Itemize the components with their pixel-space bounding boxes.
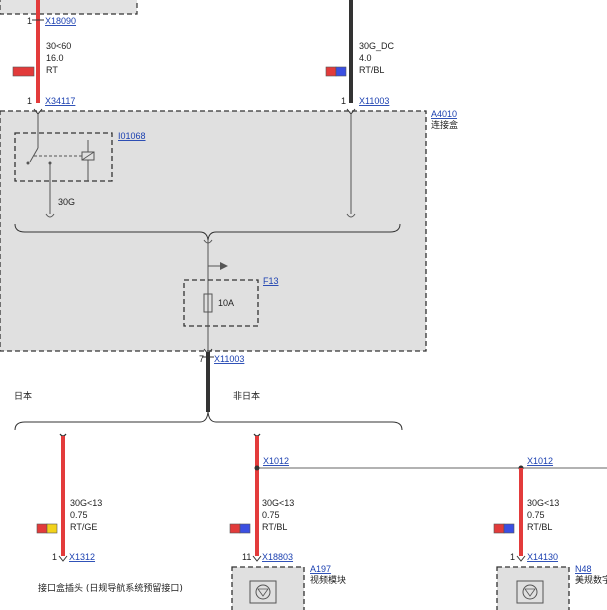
branch-break-2	[253, 433, 261, 437]
x11003-pin-top: 1	[341, 96, 346, 106]
fuse-f13-box	[183, 279, 259, 327]
wire-spec-b3-1: 30G<13	[527, 498, 559, 508]
wire-spec-b2-3: RT/BL	[262, 522, 287, 532]
wire-spec-top-right-3: RT/BL	[359, 65, 384, 75]
connector-x18090-link[interactable]: X18090	[45, 16, 76, 26]
device-a197-box	[231, 566, 305, 610]
relay-i01068-box	[14, 132, 113, 182]
connector-x18803-link[interactable]: X18803	[262, 552, 293, 562]
x1312-pin: 1	[52, 552, 57, 562]
arrow-icon	[220, 262, 228, 270]
device-n48-name: 美规数字	[575, 574, 607, 586]
relay-i01068-link[interactable]: I01068	[118, 131, 146, 141]
wire-color-swatch-blue	[335, 66, 347, 77]
x34117-pin: 1	[27, 96, 32, 106]
wire-color-swatch-red	[229, 523, 241, 534]
wire-spec-top-right-2: 4.0	[359, 53, 372, 63]
pin-notch	[516, 555, 526, 562]
upstream-module-box	[0, 0, 138, 15]
connector-x34117-link[interactable]: X34117	[45, 96, 75, 106]
wire-spec-b1-2: 0.75	[70, 510, 88, 520]
module-a4010-box	[0, 110, 427, 352]
wire-color-swatch-red	[325, 66, 337, 77]
connector-x11003-bottom-link[interactable]: X11003	[214, 354, 244, 364]
x11003-pin-bottom: 7	[199, 354, 204, 364]
wire-color-swatch	[12, 66, 35, 77]
x1312-description: 接口盒插头 (日规导航系统预留接口)	[38, 582, 183, 594]
device-n48-box	[496, 566, 570, 610]
module-a4010-name: 连接盒	[431, 119, 458, 131]
connector-x11003-top-link[interactable]: X11003	[359, 96, 389, 106]
wire-color-swatch-yellow	[46, 523, 58, 534]
splice-x1012-link-1[interactable]: X1012	[263, 456, 289, 466]
branch-label-non-japan: 非日本	[233, 390, 260, 402]
device-a197-link[interactable]: A197	[310, 564, 331, 574]
connector-x1312-link[interactable]: X1312	[69, 552, 95, 562]
splice-dot	[254, 465, 260, 471]
branch-brace	[14, 411, 403, 431]
internal-break-right	[346, 213, 356, 218]
device-symbol	[516, 580, 544, 604]
x14130-pin: 1	[510, 552, 515, 562]
branch-break-1	[59, 433, 67, 437]
module-a4010-link[interactable]: A4010	[431, 109, 457, 119]
wire-spec-b2-2: 0.75	[262, 510, 280, 520]
fuse-f13-link[interactable]: F13	[263, 276, 279, 286]
wire-color-swatch-blue	[239, 523, 251, 534]
branch-label-japan: 日本	[14, 390, 32, 402]
internal-break-left	[45, 213, 55, 218]
fuse-symbol	[203, 286, 213, 320]
device-symbol	[249, 580, 277, 604]
wire-color-swatch-red	[36, 523, 48, 534]
device-a197-name: 视频模块	[310, 574, 346, 586]
wire-color-swatch-blue	[503, 523, 515, 534]
device-n48-link[interactable]: N48	[575, 564, 592, 574]
x18090-pin: 1	[27, 16, 32, 26]
wire-color-swatch-red	[493, 523, 505, 534]
wire-spec-b3-3: RT/BL	[527, 522, 552, 532]
wire-spec-b1-3: RT/GE	[70, 522, 97, 532]
wire-spec-top-left-1: 30<60	[46, 41, 71, 51]
fuse-rating: 10A	[218, 298, 234, 308]
internal-break-bus	[203, 239, 213, 244]
splice-x1012-link-2[interactable]: X1012	[527, 456, 553, 466]
pin-notch	[252, 555, 262, 562]
wire-spec-top-left-2: 16.0	[46, 53, 64, 63]
wire-spec-top-left-3: RT	[46, 65, 58, 75]
wire-spec-top-right-1: 30G_DC	[359, 41, 395, 51]
pin-notch	[58, 555, 68, 562]
relay-terminal-label: 30G	[58, 197, 75, 207]
connector-x14130-link[interactable]: X14130	[527, 552, 558, 562]
x18803-pin: 11	[242, 552, 251, 562]
wire-spec-b1-1: 30G<13	[70, 498, 102, 508]
wire-spec-b2-1: 30G<13	[262, 498, 294, 508]
wire-spec-b3-2: 0.75	[527, 510, 545, 520]
